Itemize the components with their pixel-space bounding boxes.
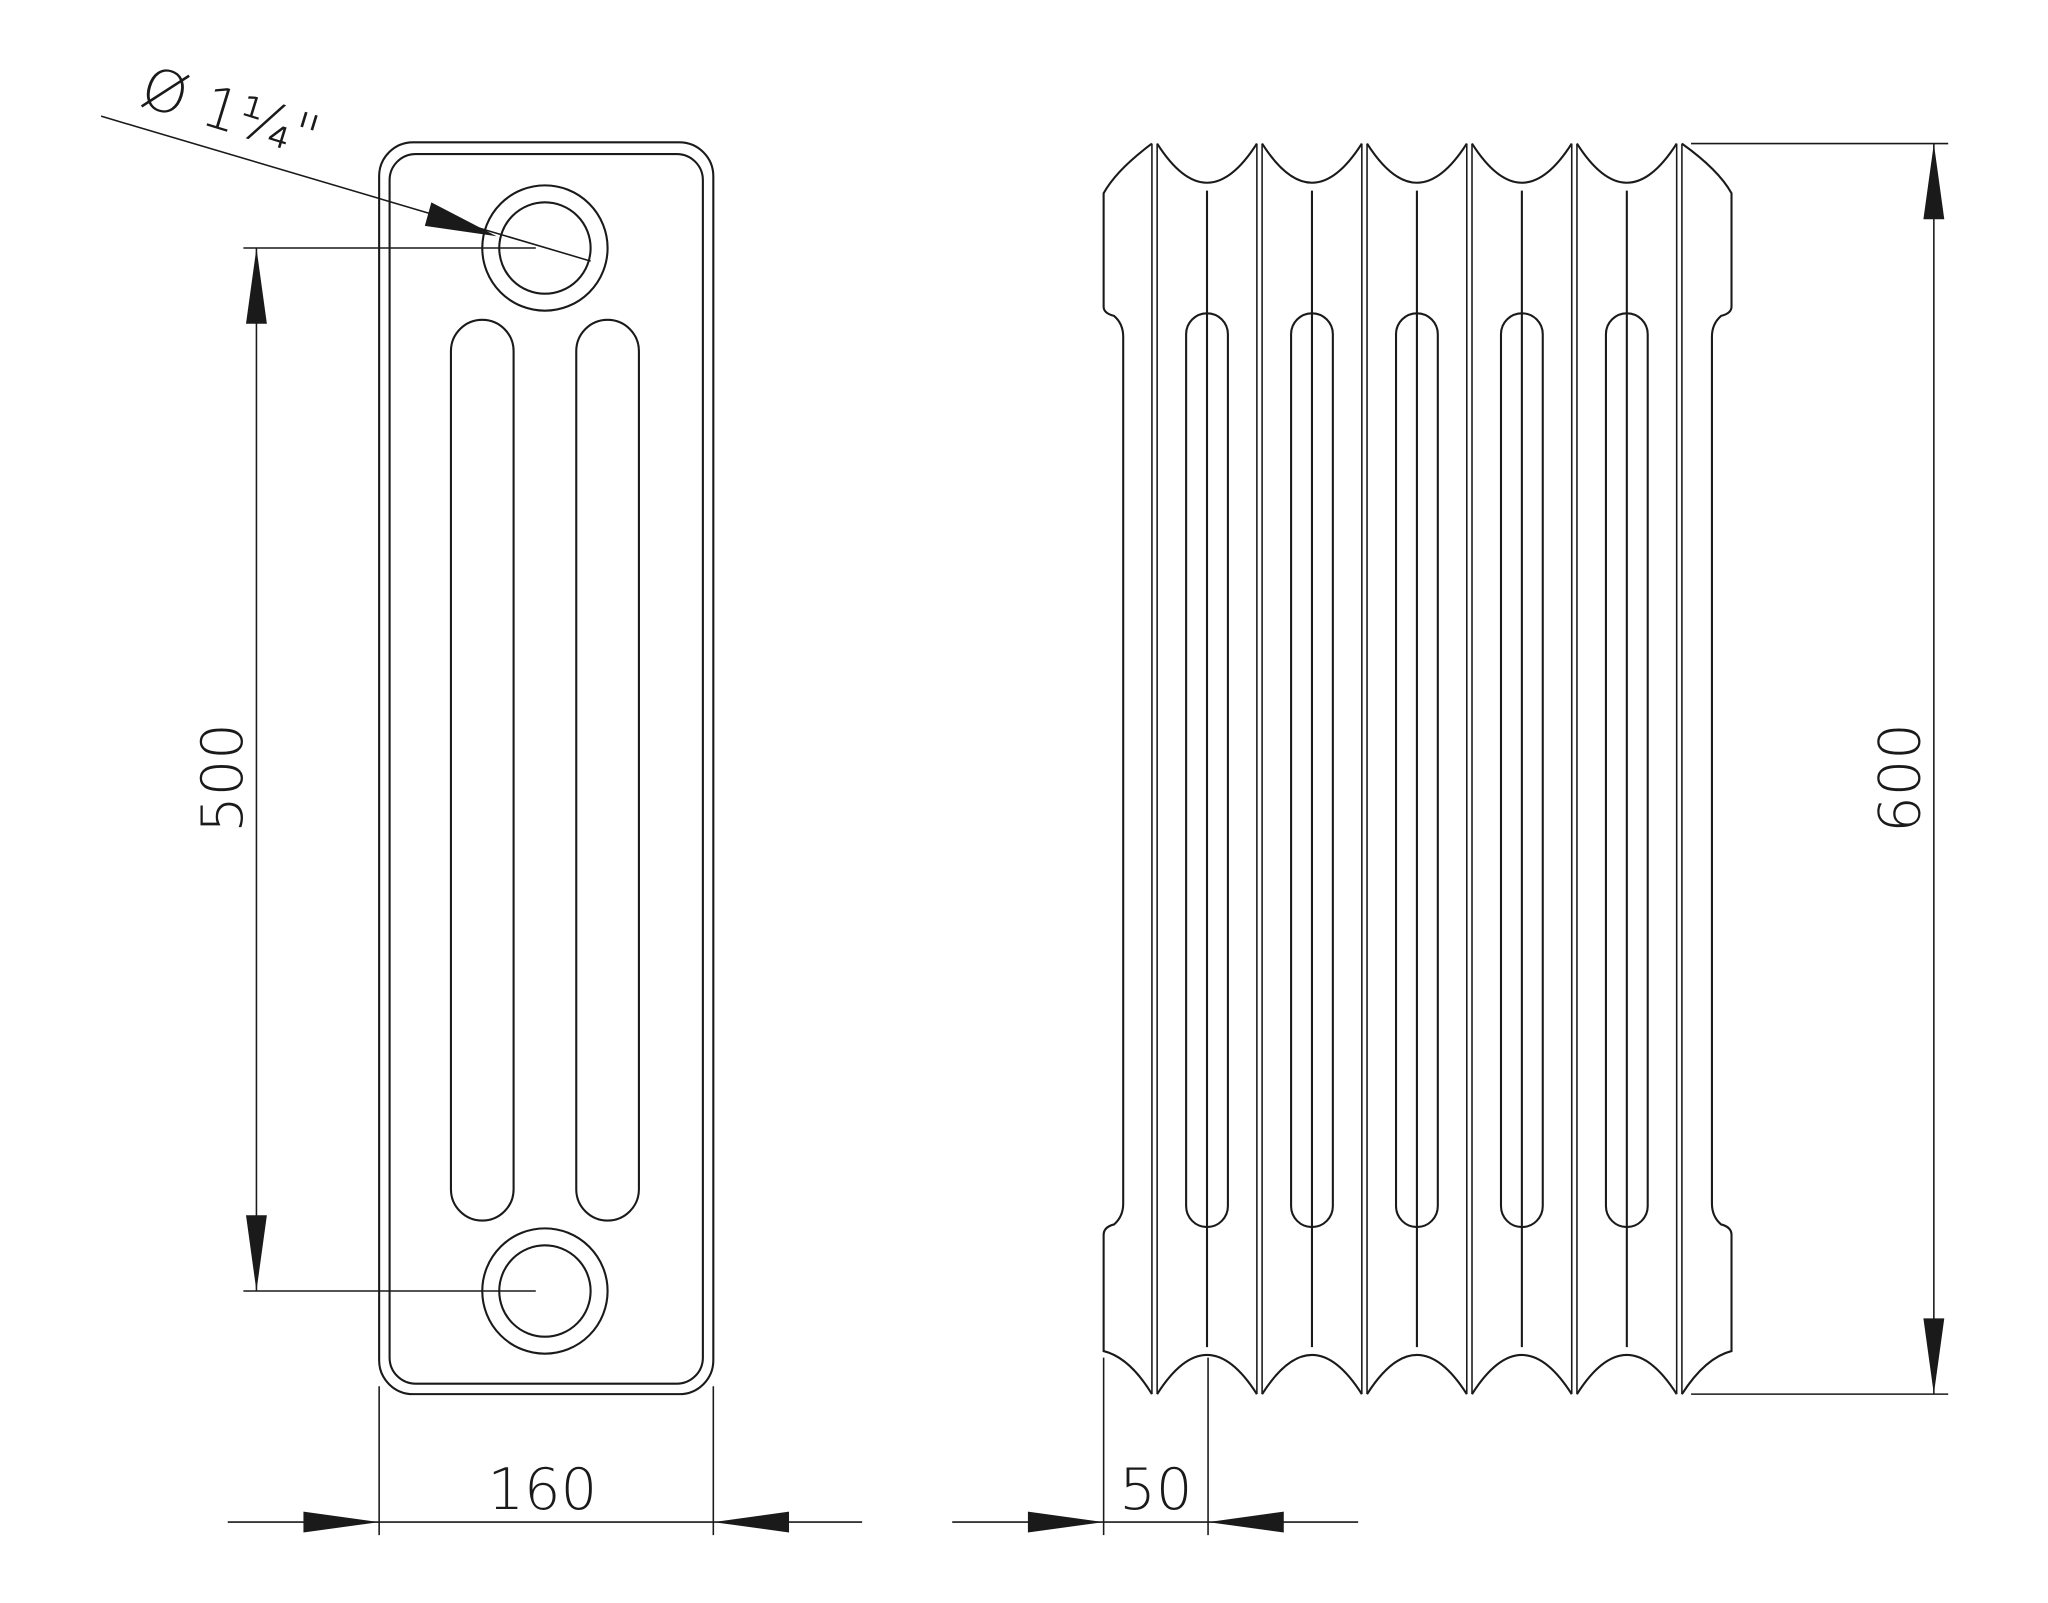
section-slot: [1290, 312, 1334, 1229]
front-view: [378, 141, 715, 1396]
bottom-scallop: [1471, 1354, 1573, 1395]
bottom-scallop: [1576, 1354, 1678, 1395]
top-scallop: [1156, 143, 1258, 184]
inner-body-outline: [388, 152, 704, 1385]
diameter-label: Ø 1¼": [134, 54, 328, 171]
top-scallop: [1366, 143, 1468, 184]
top-scallop: [1576, 143, 1678, 184]
right-end-profile: [1681, 142, 1733, 1395]
column-slot-left: [449, 318, 515, 1222]
left-end-profile: [1102, 142, 1153, 1395]
section-width-label: 50: [1119, 1456, 1192, 1523]
section-slot: [1185, 312, 1229, 1229]
top-scallop: [1261, 143, 1363, 184]
connection-distance-label: 500: [189, 723, 256, 833]
dimension-50: 50: [952, 1357, 1359, 1536]
dimension-160: 160: [227, 1386, 863, 1536]
section-slot: [1499, 312, 1544, 1229]
top-scallop: [1471, 143, 1573, 184]
dimension-600: 600: [1691, 142, 1949, 1395]
leader-arrow: [424, 202, 497, 237]
diameter-callout: Ø 1¼": [100, 54, 591, 262]
column-slot-right: [575, 318, 640, 1222]
bottom-scallop: [1261, 1354, 1363, 1395]
bottom-scallop: [1156, 1354, 1258, 1395]
height-label: 600: [1866, 723, 1933, 833]
depth-label: 160: [488, 1456, 598, 1523]
bottom-scallop: [1366, 1354, 1468, 1395]
section-slot: [1604, 312, 1649, 1229]
side-view: [1102, 142, 1733, 1395]
dimension-500: 500: [189, 247, 536, 1292]
section-slot: [1394, 312, 1439, 1229]
outer-body-outline: [378, 141, 715, 1396]
